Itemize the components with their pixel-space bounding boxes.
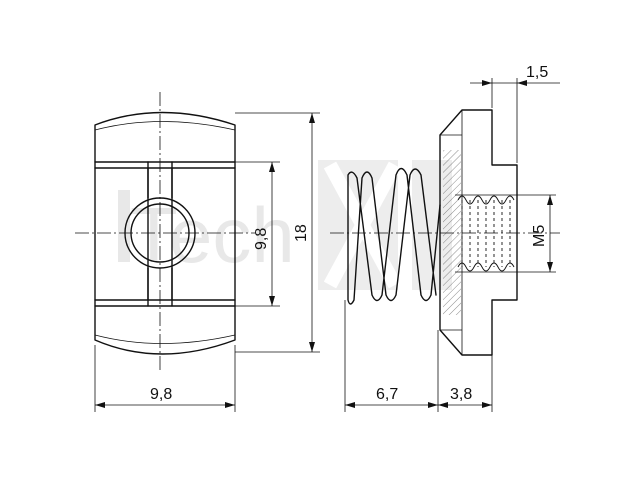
nut-flange-outline [439, 109, 518, 356]
front-view [75, 92, 255, 372]
dim-front-width: 9,8 [94, 345, 236, 412]
watermark-text: Tech [130, 191, 295, 279]
side-nut [439, 109, 560, 356]
dim-spring-length-label: 6,7 [376, 386, 398, 403]
spring-coil [347, 167, 441, 305]
dim-thread: M5 [517, 194, 556, 273]
dim-thread-label: M5 [531, 225, 548, 247]
spring [330, 167, 441, 305]
dim-bottom-side: 6,7 3,8 [344, 300, 493, 412]
dim-slot-height-label: 9,8 [253, 228, 270, 250]
dim-nut-length-label: 3,8 [450, 386, 472, 403]
dim-flange-thickness: 1,5 [470, 64, 560, 163]
dim-total-height-label: 18 [293, 224, 310, 242]
dim-flange-thickness-label: 1,5 [526, 64, 548, 81]
dim-slot-height: 9,8 [235, 161, 280, 307]
front-view-outline [94, 111, 236, 355]
dim-total-height: 18 [235, 112, 320, 353]
watermark: Tech [118, 160, 452, 290]
thread-section [455, 194, 517, 273]
dim-front-width-label: 9,8 [150, 386, 172, 403]
